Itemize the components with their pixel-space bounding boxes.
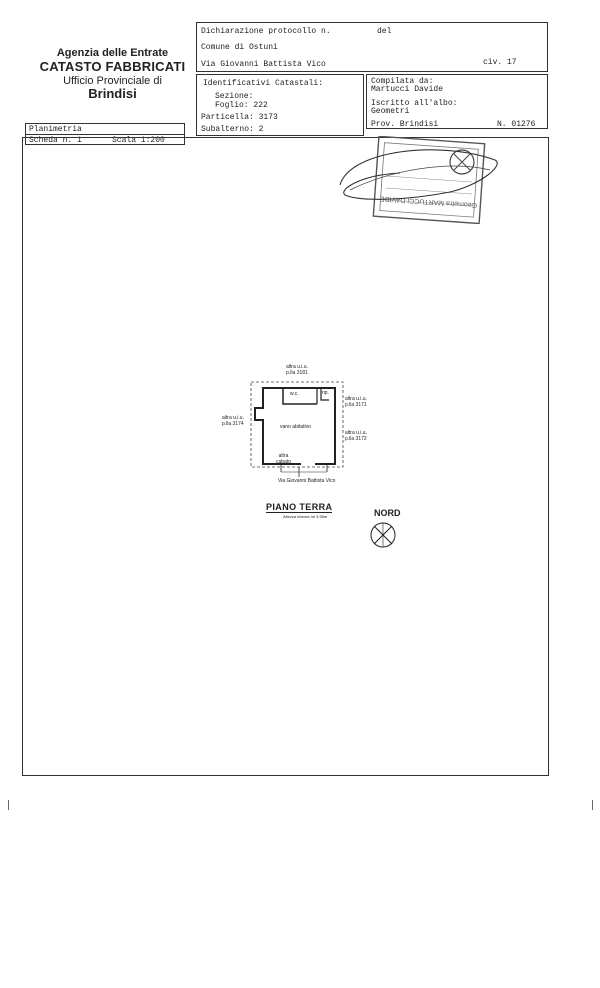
- province-name: Brindisi: [88, 86, 137, 102]
- subalterno-text: Subalterno: 2: [201, 125, 264, 134]
- declaration-label: Dichiarazione protocollo n.: [201, 27, 331, 36]
- right-margin-tick: [592, 800, 593, 810]
- street-label: Via Giovanni Battista Vico: [278, 478, 336, 484]
- registered-label: Iscritto all'albo:: [371, 99, 458, 108]
- register-name: Geometri: [371, 107, 410, 116]
- comune-text: Comune di Ostuni: [201, 43, 278, 52]
- north-label: NORD: [374, 508, 401, 518]
- scale-text: Scala 1:200: [112, 136, 165, 145]
- right-neighbor-2-label: altra u.i.u. p.lla 3172: [345, 430, 367, 442]
- wc-walls: [282, 388, 317, 405]
- left-neighbor-label: altra u.i.u. p.lla 3174: [222, 415, 244, 427]
- height-note: Altezza interna mt 3.55m: [283, 514, 328, 519]
- agency-name: Agenzia delle Entrate: [56, 47, 169, 59]
- planimetria-label: Planimetria: [29, 125, 82, 134]
- sheet-info-box: Planimetria Scheda n. 1 Scala 1:200: [25, 123, 185, 145]
- identifiers-title: Identificativi Catastali:: [203, 79, 324, 88]
- wc-label: w.c.: [290, 391, 299, 397]
- compiled-by-label: Compilata da:: [371, 77, 434, 86]
- top-neighbor-label: altra u.i.u. p.lla 3181: [286, 364, 308, 376]
- particella-text: Particella: 3173: [201, 113, 278, 122]
- province-text: Prov. Brindisi: [371, 120, 439, 129]
- declaration-box: Dichiarazione protocollo n. del Comune d…: [196, 22, 548, 72]
- foglio-text: Foglio: 222: [215, 101, 268, 110]
- storage-walls: [316, 388, 329, 404]
- storage-label: rip.: [322, 390, 329, 396]
- cadastral-identifiers-box: Identificativi Catastali: Sezione: Fogli…: [196, 74, 364, 136]
- floor-title: PIANO TERRA: [266, 502, 333, 513]
- property-boundary: [250, 381, 344, 468]
- compiler-box: Compilata da: Martucci Davide Iscritto a…: [366, 74, 548, 129]
- compass-icon: [370, 522, 396, 548]
- del-label: del: [377, 27, 392, 36]
- agency-header: Agenzia delle Entrate CATASTO FABBRICATI…: [30, 47, 195, 102]
- drawing-frame: [22, 137, 549, 776]
- register-number: N. 01276: [497, 120, 536, 129]
- living-room-label: vano abitativo: [280, 424, 311, 430]
- address-text: Via Giovanni Battista Vico: [201, 60, 326, 69]
- floor-plan: [250, 381, 344, 477]
- sezione-label: Sezione:: [215, 92, 254, 101]
- room-walls: [254, 387, 336, 465]
- catasto-title: CATASTO FABBRICATI: [39, 58, 186, 74]
- altra-label: altra cabato: [276, 453, 292, 465]
- scheda-number: Scheda n. 1: [29, 136, 82, 145]
- compiler-name: Martucci Davide: [371, 85, 444, 94]
- right-neighbor-1-label: altra u.i.u. p.lla 3171: [345, 396, 367, 408]
- signature-mark: [339, 149, 498, 200]
- civic-number: civ. 17: [483, 58, 517, 67]
- ufficio-label: Ufficio Provinciale di: [63, 74, 162, 87]
- left-margin-tick: [8, 800, 9, 810]
